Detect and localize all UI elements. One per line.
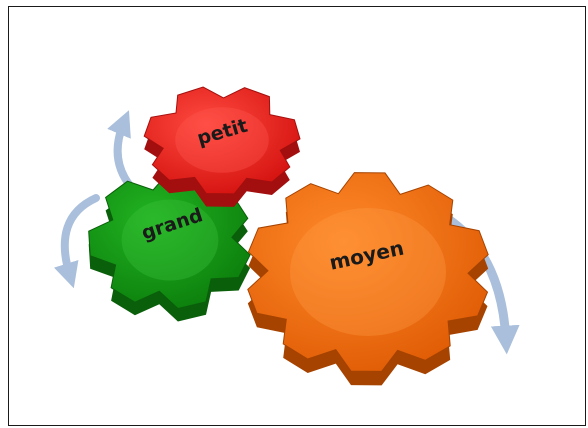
gear-small-face	[143, 86, 301, 195]
rotation-arrow-large	[53, 194, 100, 289]
gear-large-hub	[121, 199, 219, 281]
gear-small-hub	[175, 107, 269, 173]
gear-small: petit	[143, 86, 301, 207]
rotation-arrow-small	[107, 110, 136, 192]
gear-medium-face	[247, 172, 489, 372]
gear-medium-hub	[290, 208, 446, 336]
gear-medium: moyen	[247, 172, 489, 386]
